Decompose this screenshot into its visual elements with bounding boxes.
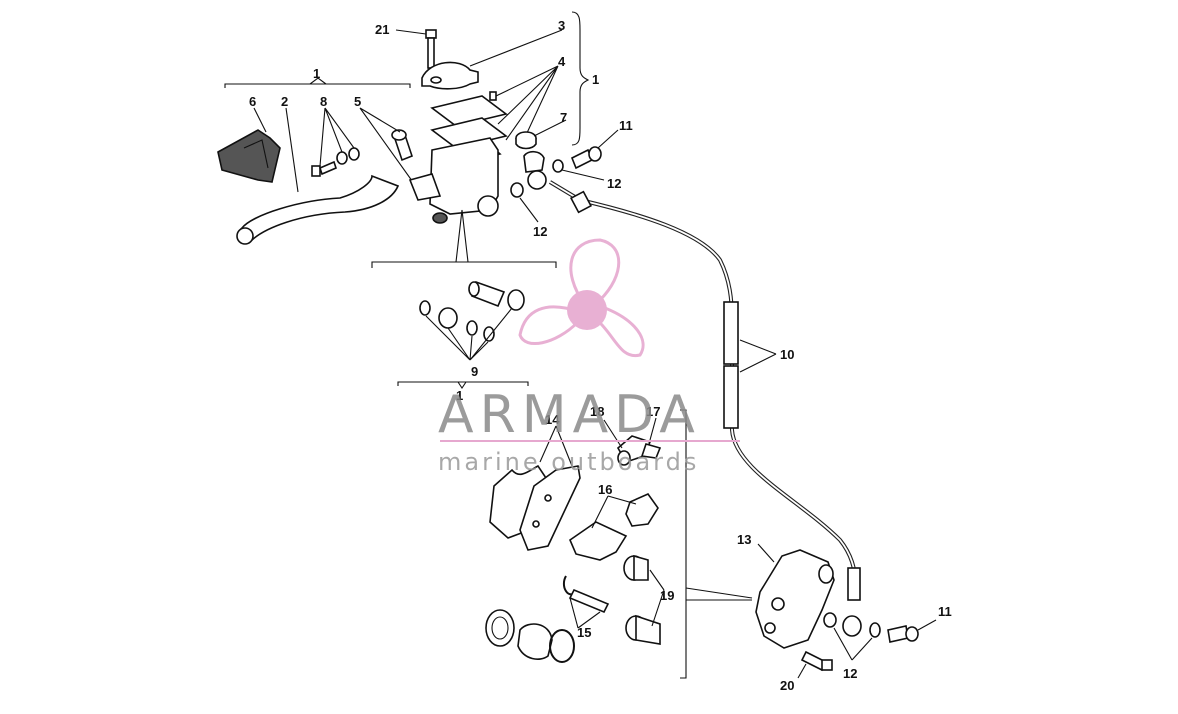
bolt-20 (800, 650, 833, 672)
callout-12-top: 12 (607, 176, 621, 191)
leader-2 (285, 107, 299, 193)
bushings-19 (623, 554, 661, 645)
piston-and-seals-9 (419, 280, 525, 342)
leader-12-mid (519, 197, 539, 223)
callout-18: 18 (590, 404, 604, 419)
leader-20 (797, 663, 807, 679)
pad-pin-15 (562, 575, 610, 614)
callout-14: 14 (545, 412, 560, 427)
group-brace-right (571, 11, 590, 146)
leader-3 (469, 29, 563, 67)
caliper-pointer-top (685, 587, 753, 599)
callout-19: 19 (660, 588, 674, 603)
leader-18 (603, 419, 623, 449)
clamp-3 (421, 61, 479, 90)
lever-screw-and-washers (311, 147, 360, 177)
leader-9 (425, 307, 513, 361)
callout-16: 16 (598, 482, 612, 497)
callout-7: 7 (560, 110, 567, 125)
leader-13 (757, 543, 775, 563)
cap-7 (515, 131, 537, 150)
brake-hose (548, 180, 861, 601)
leader-19 (649, 569, 665, 627)
callout-12-mid: 12 (533, 224, 547, 239)
callout-15: 15 (577, 625, 591, 640)
callout-12-bottom: 12 (843, 666, 857, 681)
bracket-pointer-mid (455, 209, 469, 263)
master-cylinder-body (408, 137, 499, 224)
caliper-piston-and-seal (485, 609, 575, 663)
watermark-tagline: marine outboards (438, 448, 699, 476)
callout-2: 2 (281, 94, 288, 109)
callout-1-bottom: 1 (456, 388, 463, 403)
banjo-fitting-top (510, 146, 602, 198)
callout-10: 10 (780, 347, 794, 362)
leader-10 (739, 339, 777, 373)
leader-7 (533, 119, 567, 137)
callout-1-right: 1 (592, 72, 599, 87)
bolt-21 (425, 29, 437, 69)
callout-6: 6 (249, 94, 256, 109)
leader-11-top (597, 129, 619, 149)
brake-pads-14 (489, 464, 581, 551)
leader-12-top (561, 169, 605, 181)
callout-11-top: 11 (619, 118, 633, 133)
callout-4: 4 (558, 54, 566, 69)
callout-1-top: 1 (313, 66, 320, 81)
group-bracket-top (224, 77, 411, 88)
callout-21: 21 (375, 22, 389, 37)
leader-16 (591, 495, 637, 529)
leader-11-bottom (917, 619, 937, 631)
leader-21 (395, 29, 427, 35)
bleed-screw-17-18 (616, 435, 662, 466)
pivot-pin (391, 129, 413, 162)
leader-15 (569, 597, 601, 629)
leader-14 (539, 425, 573, 467)
callout-13: 13 (737, 532, 751, 547)
callout-11-bottom: 11 (938, 604, 952, 619)
watermark-brand: ARMADA (438, 385, 701, 445)
callout-8: 8 (320, 94, 327, 109)
callout-3: 3 (558, 18, 565, 33)
banjo-fitting-bottom (842, 615, 919, 643)
lever-guard (217, 129, 281, 183)
pad-spring-16 (569, 493, 659, 561)
bracket-bottom (397, 381, 529, 389)
caliper-bracket (680, 409, 687, 679)
leader-6 (253, 107, 267, 133)
brake-lever (236, 174, 400, 245)
armada-propeller-logo (518, 238, 645, 358)
callout-20: 20 (780, 678, 794, 693)
callout-5: 5 (354, 94, 361, 109)
leader-17 (649, 417, 657, 441)
bracket-mid (371, 261, 557, 268)
leader-5 (359, 107, 421, 193)
leader-12-bottom (833, 627, 873, 661)
leader-4 (495, 65, 559, 149)
brake-caliper-13 (755, 549, 837, 649)
callout-9: 9 (471, 364, 478, 379)
leader-8 (319, 107, 355, 167)
callout-17: 17 (646, 404, 660, 419)
